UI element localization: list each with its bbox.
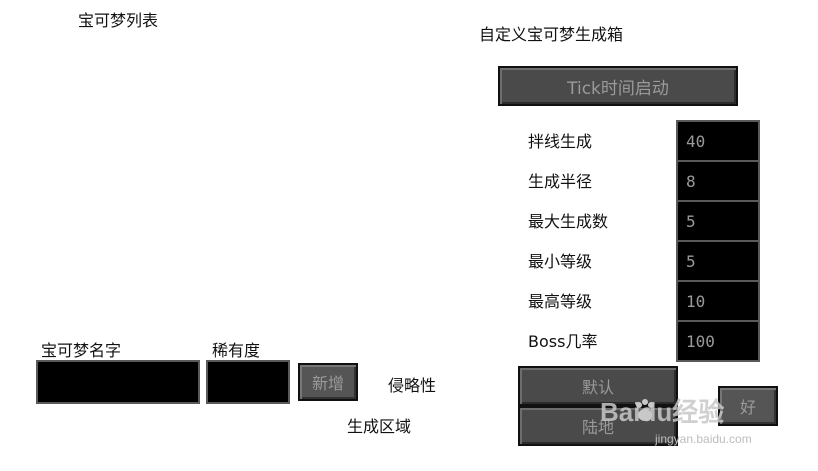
field-input-spawn-radius[interactable] <box>676 160 760 202</box>
rarity-input[interactable] <box>206 360 290 404</box>
pokemon-name-label: 宝可梦名字 <box>41 341 122 360</box>
land-button[interactable]: 陆地 <box>518 406 678 446</box>
baidu-watermark-url: jingyan.baidu.com <box>655 432 752 446</box>
field-label-tripwire: 拌线生成 <box>528 132 593 151</box>
rarity-label: 稀有度 <box>212 341 261 360</box>
baidu-paw-icon <box>636 399 654 421</box>
field-label-min-level: 最小等级 <box>528 252 593 271</box>
ok-button[interactable]: 好 <box>718 386 778 426</box>
spawner-title: 自定义宝可梦生成箱 <box>479 25 624 44</box>
pokemon-list-title: 宝可梦列表 <box>78 11 159 30</box>
field-label-boss-chance: Boss几率 <box>528 332 598 351</box>
field-input-max-spawn[interactable] <box>676 200 760 242</box>
field-label-spawn-radius: 生成半径 <box>528 172 593 191</box>
field-label-max-spawn: 最大生成数 <box>528 212 609 231</box>
tick-timer-button[interactable]: Tick时间启动 <box>498 66 738 106</box>
spawn-area-label: 生成区域 <box>347 417 412 436</box>
field-input-boss-chance[interactable] <box>676 320 760 362</box>
baidu-watermark: Baidu经验 <box>600 397 725 427</box>
field-label-max-level: 最高等级 <box>528 292 593 311</box>
field-input-tripwire[interactable] <box>676 120 760 162</box>
field-input-max-level[interactable] <box>676 280 760 322</box>
field-input-min-level[interactable] <box>676 240 760 282</box>
add-button[interactable]: 新增 <box>298 363 358 401</box>
aggression-label: 侵略性 <box>388 376 437 395</box>
default-button[interactable]: 默认 <box>518 366 678 406</box>
pokemon-name-input[interactable] <box>36 360 200 404</box>
